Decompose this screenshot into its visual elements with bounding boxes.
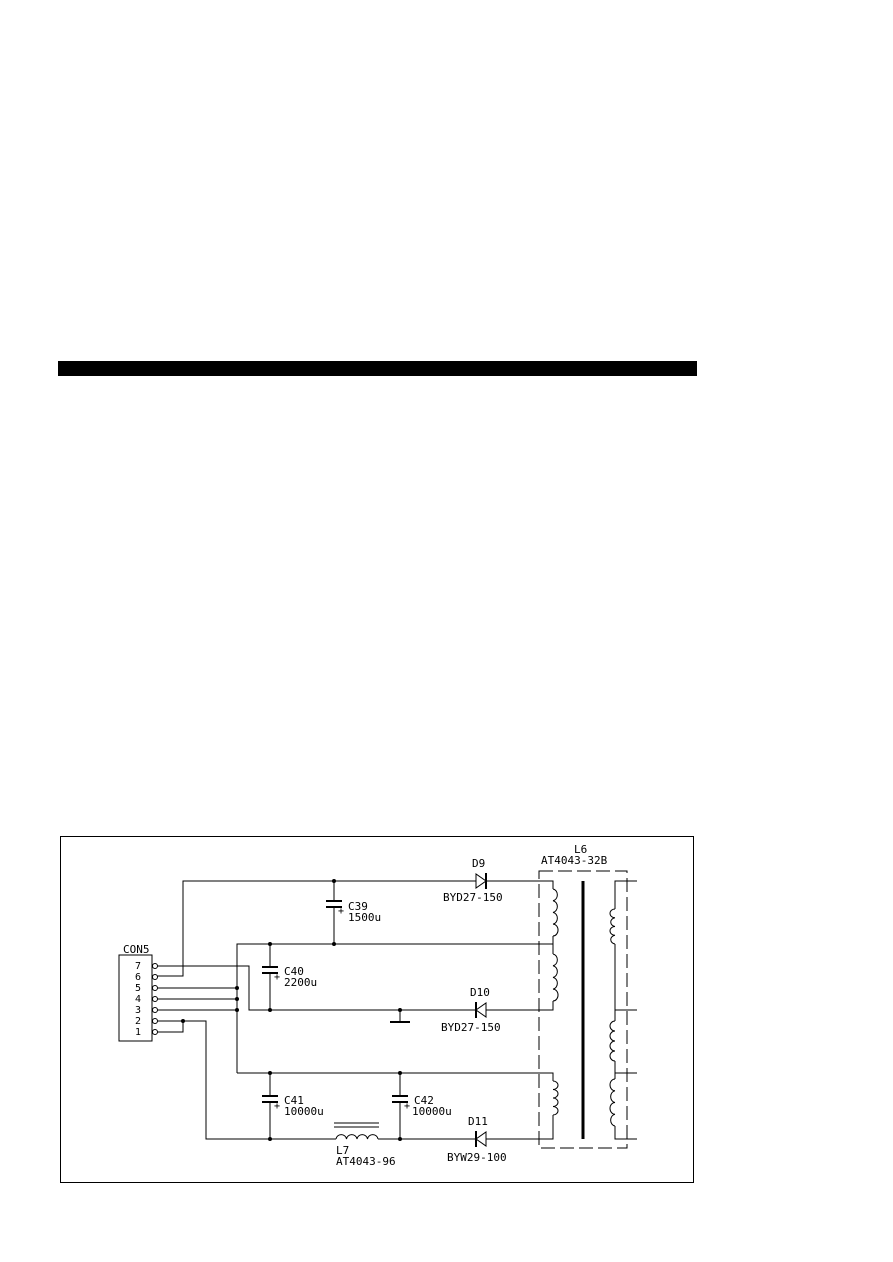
winding-primary-2 xyxy=(552,953,559,1002)
pin-circle xyxy=(152,1007,158,1013)
junction-dot xyxy=(398,1137,402,1141)
wire-secondary-top xyxy=(614,880,637,909)
d9-value: BYD27-150 xyxy=(443,891,503,904)
schematic-frame: CON5 7 6 5 4 3 2 1 + C39 1500u + C40 220… xyxy=(60,836,694,1183)
diode-triangle xyxy=(475,1131,487,1147)
l6-value: AT4043-32B xyxy=(541,854,608,867)
c41-value: 10000u xyxy=(284,1105,324,1118)
junction-dot xyxy=(235,986,239,990)
junction-dot xyxy=(268,1071,272,1075)
pin-number: 2 xyxy=(135,1016,141,1027)
diode-d11: D11 BYW29-100 xyxy=(447,1115,507,1164)
pin-circle xyxy=(152,963,158,969)
c42-value: 10000u xyxy=(412,1105,452,1118)
junction-dot xyxy=(268,1008,272,1012)
c39-value: 1500u xyxy=(348,911,381,924)
inductor-l7: L7 AT4043-96 xyxy=(334,1122,396,1168)
pin-number: 1 xyxy=(135,1027,141,1038)
winding-secondary-1 xyxy=(609,908,616,945)
l6-ref: L6 xyxy=(574,843,587,856)
wire-pin7 xyxy=(153,965,476,1011)
wire-top-rail xyxy=(153,880,476,977)
connector-label: CON5 xyxy=(123,943,150,956)
wire-secondary-low xyxy=(614,1072,637,1079)
pin-number: 4 xyxy=(135,994,141,1005)
inductor-coil xyxy=(335,1134,379,1140)
pin-circle xyxy=(152,974,158,980)
pin-circle xyxy=(152,985,158,991)
pin-number: 5 xyxy=(135,983,141,994)
d10-ref: D10 xyxy=(470,986,490,999)
diode-d9: D9 BYD27-150 xyxy=(443,857,503,904)
c41-ref: C41 xyxy=(284,1094,304,1107)
capacitor-c40: + C40 2200u xyxy=(262,965,317,989)
wire-secondary-bottom xyxy=(614,1126,637,1140)
connector-body xyxy=(118,954,153,1042)
capacitor-c41: + C41 10000u xyxy=(262,1094,324,1118)
section-divider-bar xyxy=(58,361,697,376)
pin-number: 3 xyxy=(135,1005,141,1016)
polarity-mark: + xyxy=(404,1101,410,1112)
wire-lower-rail xyxy=(237,1072,554,1081)
junction-dot xyxy=(235,1008,239,1012)
capacitor-c42: + C42 10000u xyxy=(392,1094,452,1118)
winding-primary-1 xyxy=(552,888,559,937)
pin-circle xyxy=(152,996,158,1002)
junction-dot xyxy=(332,879,336,883)
connector-pin-circles xyxy=(152,963,158,1035)
junction-dot xyxy=(268,942,272,946)
transformer-l6: L6 AT4043-32B xyxy=(538,843,628,1149)
pin-circle xyxy=(152,1029,158,1035)
wire-pin1 xyxy=(153,1021,184,1033)
transformer-outline xyxy=(538,870,628,1149)
diode-d10: D10 BYD27-150 xyxy=(441,986,501,1034)
pin-number: 7 xyxy=(135,961,141,972)
wire-secondary-mid xyxy=(614,1009,637,1021)
junction-dot xyxy=(268,1137,272,1141)
wire-d9-to-l6 xyxy=(486,880,554,889)
l7-value: AT4043-96 xyxy=(336,1155,396,1168)
pin-number: 6 xyxy=(135,972,141,983)
junctions xyxy=(181,879,402,1141)
wire-pin2 xyxy=(153,1020,336,1140)
d9-ref: D9 xyxy=(472,857,485,870)
d11-value: BYW29-100 xyxy=(447,1151,507,1164)
junction-dot xyxy=(181,1019,185,1023)
wire-d10-to-l6 xyxy=(486,1001,554,1011)
polarity-mark: + xyxy=(274,972,280,983)
polarity-mark: + xyxy=(338,906,344,917)
polarity-mark: + xyxy=(274,1101,280,1112)
diode-triangle xyxy=(475,1002,487,1018)
c42-ref: C42 xyxy=(414,1094,434,1107)
c40-ref: C40 xyxy=(284,965,304,978)
junction-dot xyxy=(235,997,239,1001)
d10-value: BYD27-150 xyxy=(441,1021,501,1034)
diode-triangle xyxy=(475,873,487,889)
pin-circle xyxy=(152,1018,158,1024)
wire-center-tap xyxy=(236,936,554,1073)
power-supply-schematic: CON5 7 6 5 4 3 2 1 + C39 1500u + C40 220… xyxy=(118,843,637,1168)
junction-dot xyxy=(398,1008,402,1012)
wires xyxy=(153,880,637,1140)
d11-ref: D11 xyxy=(468,1115,488,1128)
winding-secondary-3 xyxy=(609,1078,616,1127)
c39-ref: C39 xyxy=(348,900,368,913)
capacitor-c39: + C39 1500u xyxy=(326,900,381,924)
c40-value: 2200u xyxy=(284,976,317,989)
winding-primary-3 xyxy=(552,1080,559,1116)
junction-dot xyxy=(332,942,336,946)
wire-d11-to-l6 xyxy=(486,1115,554,1140)
l7-ref: L7 xyxy=(336,1144,349,1157)
junction-dot xyxy=(398,1071,402,1075)
connector-con5: CON5 7 6 5 4 3 2 1 xyxy=(118,943,158,1042)
winding-secondary-2 xyxy=(609,1020,616,1062)
